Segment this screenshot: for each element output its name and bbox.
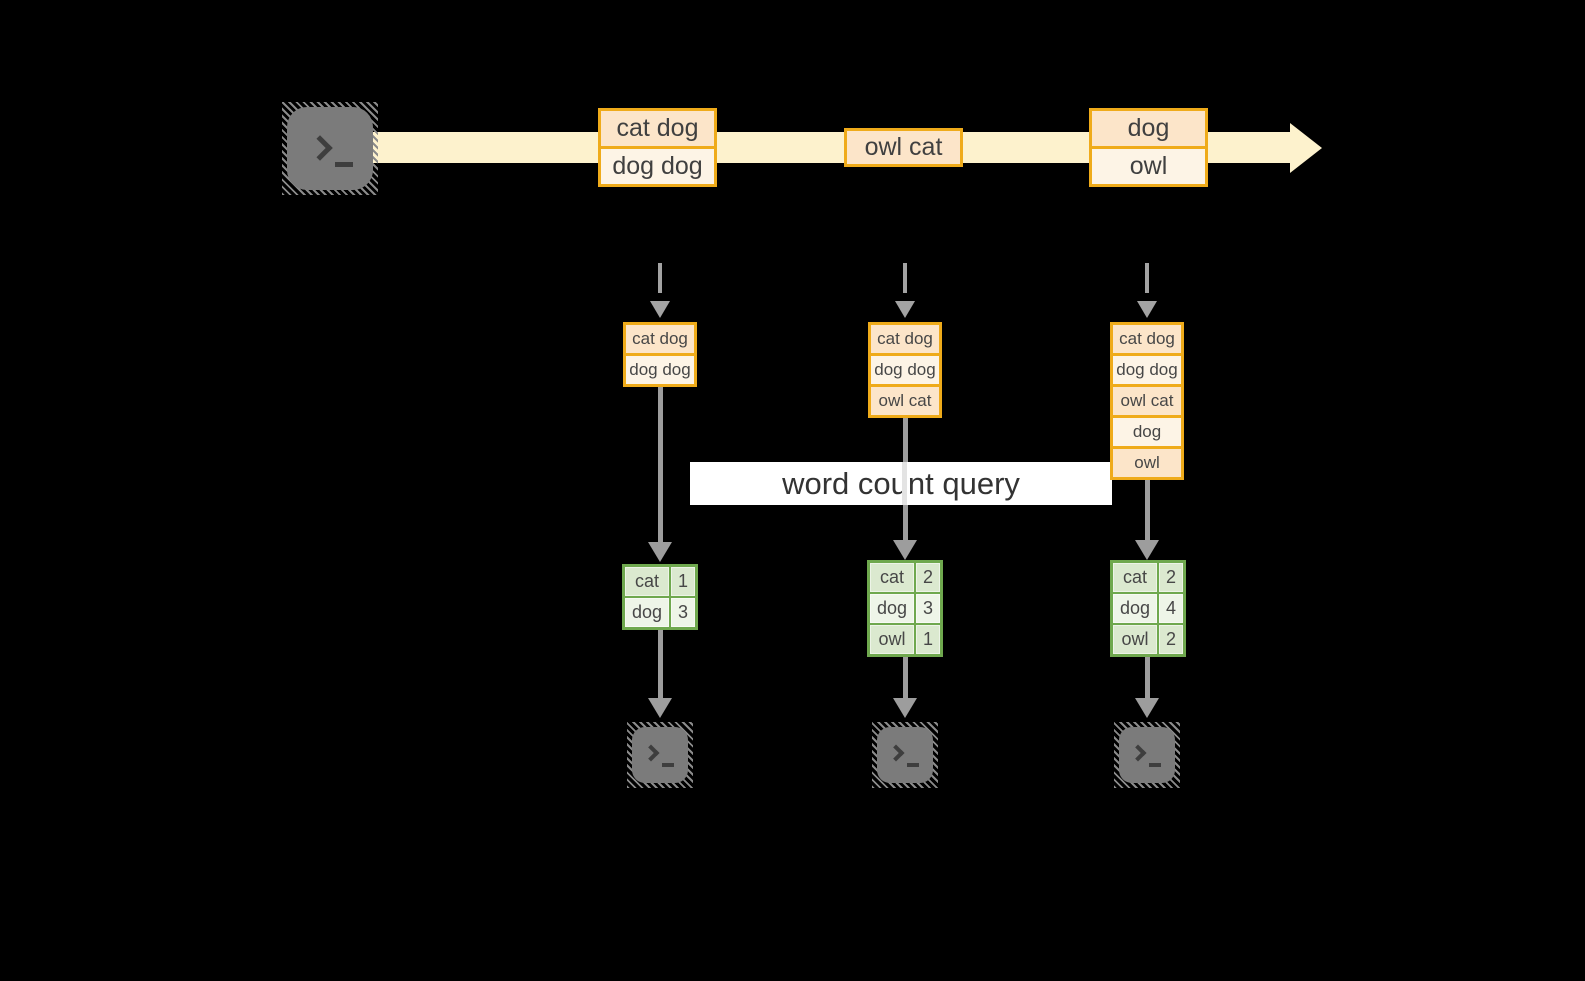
count-value: 3	[916, 594, 940, 623]
stream-record: cat dog	[601, 111, 714, 146]
buffer-record: owl cat	[871, 384, 939, 415]
count-word: dog	[870, 594, 914, 623]
sink-arrow-line	[1145, 657, 1150, 698]
stream-arrowhead-icon	[1290, 123, 1322, 173]
dashed-arrow-line	[658, 263, 662, 293]
buffer-record: owl	[1113, 446, 1181, 477]
prompt-chevron-icon	[642, 744, 660, 762]
count-word: dog	[625, 598, 669, 627]
count-value: 1	[671, 567, 695, 596]
source-terminal-icon	[282, 102, 378, 195]
query-arrow-head-icon	[648, 542, 672, 562]
prompt-cursor-icon	[907, 763, 919, 767]
prompt-cursor-icon	[335, 162, 353, 167]
query-arrow-line	[658, 387, 663, 542]
count-table: cat 2 dog 3 owl 1	[867, 560, 943, 657]
sink-terminal-icon	[872, 722, 938, 788]
count-value: 1	[916, 625, 940, 654]
count-value: 3	[671, 598, 695, 627]
count-value: 4	[1159, 594, 1183, 623]
count-table: cat 1 dog 3	[622, 564, 698, 630]
prompt-chevron-icon	[307, 135, 333, 161]
count-word: cat	[870, 563, 914, 592]
sink-arrow-head-icon	[893, 698, 917, 718]
stream-record-group: owl cat	[844, 128, 963, 167]
sink-arrow-head-icon	[1135, 698, 1159, 718]
dashed-arrow-line	[903, 263, 907, 293]
buffer-record: dog dog	[626, 353, 694, 384]
count-word: dog	[1113, 594, 1157, 623]
query-arrow-head-icon	[1135, 540, 1159, 560]
stream-record: owl	[1092, 146, 1205, 184]
count-word: owl	[1113, 625, 1157, 654]
terminal-screen	[877, 727, 933, 783]
query-arrow-head-icon	[893, 540, 917, 560]
sink-terminal-icon	[627, 722, 693, 788]
query-arrow-line	[1145, 480, 1150, 540]
sink-arrow-line	[658, 630, 663, 698]
prompt-chevron-icon	[1129, 744, 1147, 762]
buffer-record: dog dog	[1113, 353, 1181, 384]
sink-arrow-head-icon	[648, 698, 672, 718]
dashed-arrow-head-icon	[650, 301, 670, 318]
prompt-cursor-icon	[662, 763, 674, 767]
stream-record: owl cat	[847, 131, 960, 164]
dashed-arrow-head-icon	[1137, 301, 1157, 318]
buffer-stack: cat dog dog dog owl cat dog owl	[1110, 322, 1184, 480]
count-value: 2	[1159, 563, 1183, 592]
terminal-screen	[632, 727, 688, 783]
buffer-record: cat dog	[626, 325, 694, 353]
prompt-chevron-icon	[887, 744, 905, 762]
buffer-record: cat dog	[1113, 325, 1181, 353]
stream-record: dog	[1092, 111, 1205, 146]
buffer-record: dog	[1113, 415, 1181, 446]
terminal-screen	[1119, 727, 1175, 783]
query-banner: word count query	[690, 462, 1112, 505]
query-banner-label: word count query	[782, 465, 1020, 501]
stream-record: dog dog	[601, 146, 714, 184]
prompt-cursor-icon	[1149, 763, 1161, 767]
stream-record-group: cat dog dog dog	[598, 108, 717, 187]
sink-terminal-icon	[1114, 722, 1180, 788]
count-word: cat	[1113, 563, 1157, 592]
arrow-through-banner	[902, 462, 907, 505]
dashed-arrow-head-icon	[895, 301, 915, 318]
buffer-stack: cat dog dog dog owl cat	[868, 322, 942, 418]
count-value: 2	[916, 563, 940, 592]
sink-arrow-line	[903, 657, 908, 698]
buffer-stack: cat dog dog dog	[623, 322, 697, 387]
buffer-record: dog dog	[871, 353, 939, 384]
buffer-record: owl cat	[1113, 384, 1181, 415]
terminal-screen	[287, 107, 373, 190]
count-word: owl	[870, 625, 914, 654]
count-table: cat 2 dog 4 owl 2	[1110, 560, 1186, 657]
buffer-record: cat dog	[871, 325, 939, 353]
count-value: 2	[1159, 625, 1183, 654]
count-word: cat	[625, 567, 669, 596]
dashed-arrow-line	[1145, 263, 1149, 293]
stream-record-group: dog owl	[1089, 108, 1208, 187]
